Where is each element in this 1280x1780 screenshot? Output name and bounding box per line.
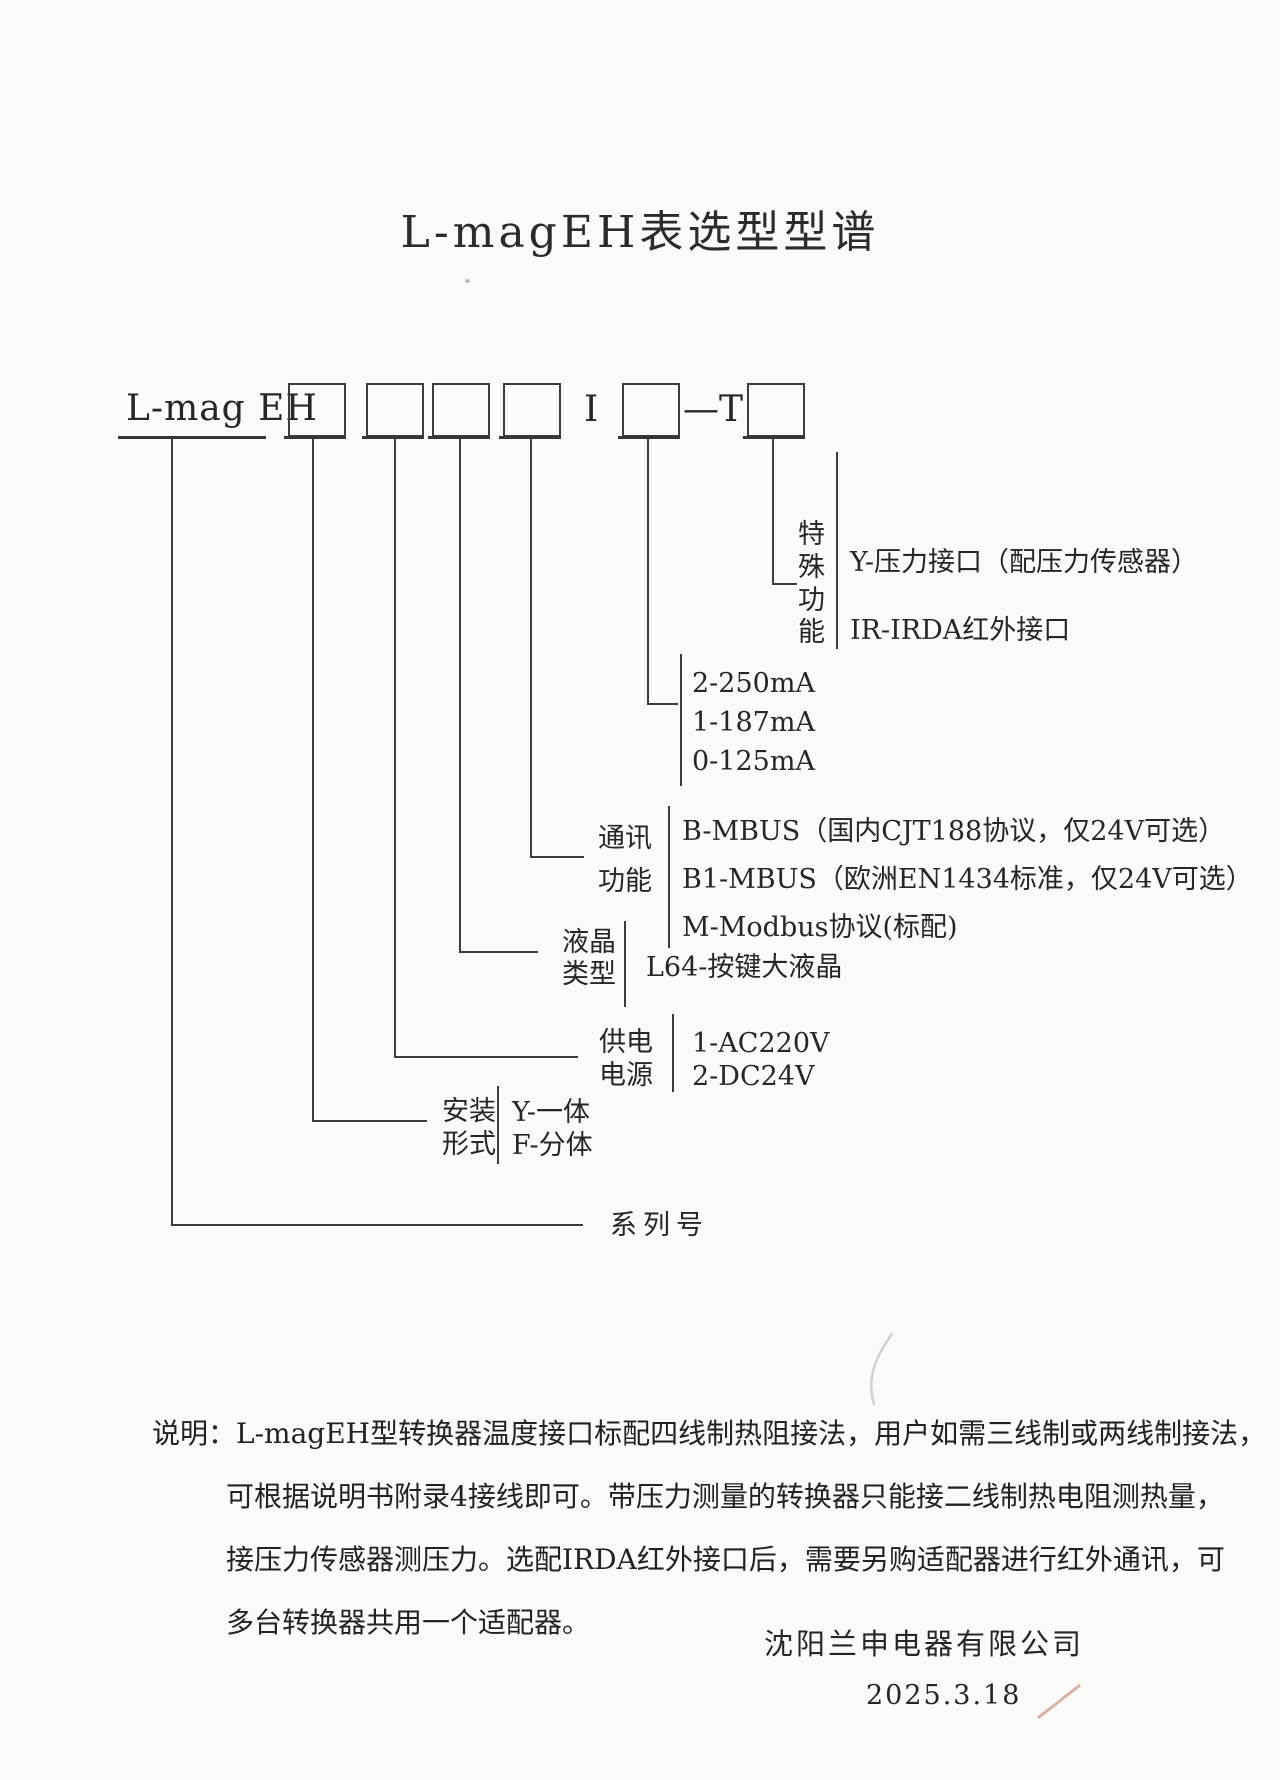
label-power-line2: 电源: [599, 1060, 653, 1091]
code-box-6: [747, 383, 805, 437]
connector-power-vertical: [394, 439, 396, 1058]
option-special-irda: IR-IRDA红外接口: [850, 615, 1071, 646]
option-install-split: F-分体: [512, 1130, 593, 1161]
underline-prefix: [118, 436, 266, 439]
connector-series-horizontal: [171, 1224, 583, 1226]
connector-lcd-vertical: [459, 439, 461, 953]
divider-lcd: [624, 921, 626, 1007]
option-current-125: 0-125mA: [692, 746, 815, 777]
code-box-4: [503, 383, 561, 437]
option-current-187: 1-187mA: [692, 707, 815, 738]
connector-comm-vertical: [530, 439, 532, 858]
connector-install-horizontal: [312, 1120, 427, 1122]
company-name: 沈阳兰申电器有限公司: [764, 1627, 1085, 1661]
connector-comm-horizontal: [530, 856, 584, 858]
option-comm-modbus: M-Modbus协议(标配): [682, 912, 958, 943]
label-lcd-line1: 液晶: [562, 927, 616, 958]
model-mid-letter: I: [584, 389, 599, 430]
underline-box-3: [428, 436, 490, 439]
label-comm-line1: 通讯: [598, 823, 652, 854]
option-special-pressure: Y-压力接口（配压力传感器）: [850, 547, 1198, 578]
underline-box-2: [362, 436, 424, 439]
connector-install-vertical: [312, 439, 314, 1122]
connector-lcd-horizontal: [459, 951, 538, 953]
divider-current: [680, 654, 682, 786]
label-install-line2: 形式: [442, 1129, 496, 1160]
divider-install: [497, 1086, 499, 1164]
page-title: L-magEH表选型型谱: [400, 207, 880, 258]
option-power-dc24: 2-DC24V: [692, 1061, 815, 1092]
connector-power-horizontal: [394, 1056, 578, 1058]
underline-box-5: [618, 436, 680, 439]
document-date: 2025.3.18: [866, 1680, 1022, 1711]
label-comm-line2: 功能: [598, 866, 652, 897]
label-series: 系列号: [610, 1210, 709, 1241]
label-lcd-line2: 类型: [562, 959, 616, 990]
connector-current-vertical: [647, 439, 649, 705]
underline-box-1: [284, 436, 346, 439]
code-box-5: [622, 383, 680, 437]
option-power-ac220: 1-AC220V: [692, 1028, 830, 1059]
divider-power: [672, 1014, 674, 1092]
option-install-integrated: Y-一体: [512, 1097, 590, 1128]
note-line-1: 说明：L-magEH型转换器温度接口标配四线制热阻接法，用户如需三线制或两线制接…: [152, 1417, 1267, 1450]
note-line-2: 可根据说明书附录4接线即可。带压力测量的转换器只能接二线制热电阻测热量，: [226, 1480, 1224, 1513]
connector-series-vertical: [171, 439, 173, 1226]
note-line-3: 接压力传感器测压力。选配IRDA红外接口后，需要另购适配器进行红外通讯，可: [226, 1543, 1225, 1576]
label-special-char-4: 能: [798, 617, 825, 648]
option-comm-mbus-eu: B1-MBUS（欧洲EN1434标准，仅24V可选）: [682, 864, 1253, 895]
connector-special-horizontal: [772, 583, 797, 585]
option-current-250: 2-250mA: [692, 668, 815, 699]
label-power-line1: 供电: [599, 1027, 653, 1058]
pen-scribble: [869, 1332, 894, 1406]
label-special-char-3: 功: [798, 585, 825, 616]
code-box-3: [432, 383, 490, 437]
option-lcd-l64: L64-按键大液晶: [646, 952, 843, 983]
divider-comm: [668, 806, 670, 948]
red-pen-mark: [1036, 1683, 1082, 1720]
connector-special-vertical: [772, 439, 774, 585]
note-line-4: 多台转换器共用一个适配器。: [226, 1606, 591, 1639]
option-comm-mbus-cn: B-MBUS（国内CJT188协议，仅24V可选）: [682, 816, 1226, 847]
code-box-2: [366, 383, 424, 437]
connector-current-horizontal: [647, 703, 678, 705]
scan-speck: [465, 279, 470, 283]
divider-special: [836, 452, 838, 649]
model-prefix: L-mag EH: [126, 388, 318, 429]
label-special-char-1: 特: [798, 519, 825, 550]
underline-box-6: [743, 436, 805, 439]
label-special-char-2: 殊: [798, 552, 825, 583]
model-suffix: —T: [683, 389, 744, 430]
code-box-1: [288, 383, 346, 437]
underline-box-4: [499, 436, 561, 439]
label-install-line1: 安装: [442, 1096, 496, 1127]
